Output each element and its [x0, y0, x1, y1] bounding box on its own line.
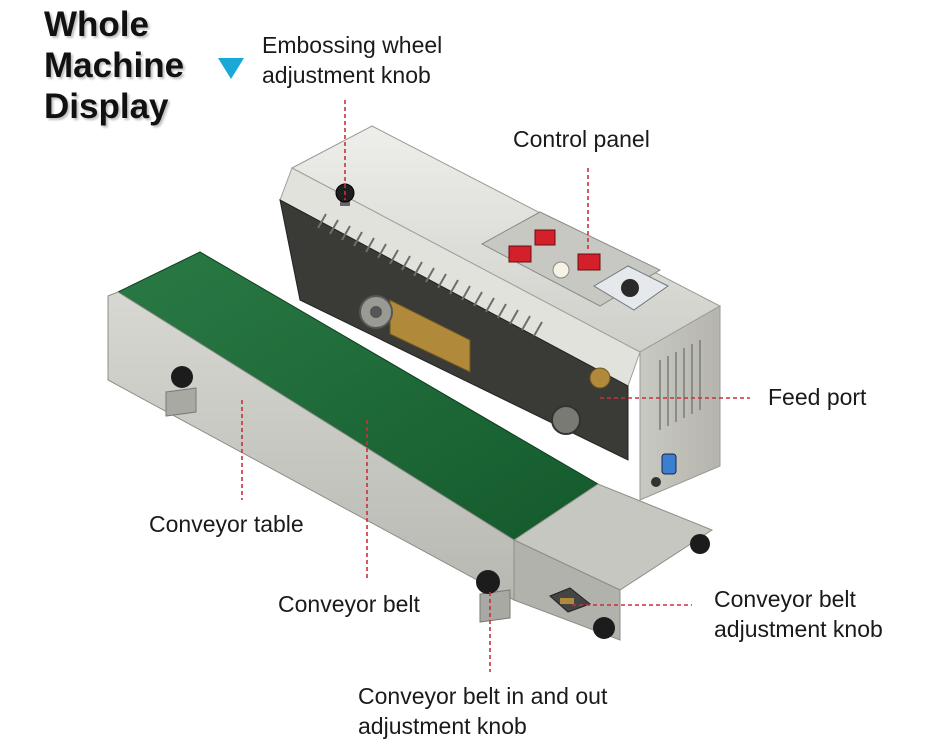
left-knob [171, 366, 193, 388]
conveyor-table-label: Conveyor table [149, 511, 304, 537]
control-panel-unit [480, 211, 669, 311]
embossing-label-line-2: adjustment knob [262, 62, 431, 88]
embossing-knob-label: Embossing wheel adjustment knob [262, 30, 442, 90]
triangle-down-icon [218, 58, 244, 79]
conveyor [107, 251, 714, 641]
power-switch [508, 245, 532, 263]
leader-lines [241, 100, 750, 672]
sealer-housing [279, 125, 722, 501]
embossing-label-line-1: Embossing wheel [262, 32, 443, 58]
control-panel-label: Control panel [513, 126, 650, 152]
belt-adjust-label-line-2: adjustment knob [714, 616, 883, 642]
end-knob [690, 534, 710, 554]
belt-adjust-label-line-1: Conveyor belt [714, 586, 856, 612]
title-line-3: Display [44, 87, 169, 126]
switch-2 [534, 229, 556, 246]
conveyor-belt-label: Conveyor belt [278, 591, 420, 617]
in-out-label-line-1: Conveyor belt in and out [358, 683, 608, 709]
rear-knob [593, 617, 615, 639]
feed-port-label: Feed port [768, 384, 867, 410]
belt-adjust-knob [560, 598, 574, 604]
in-out-label-line-2: adjustment knob [358, 713, 527, 739]
in-out-knob-label: Conveyor belt in and out adjustment knob [358, 681, 607, 741]
indicator-light [552, 261, 570, 279]
belt-adjust-label: Conveyor belt adjustment knob [714, 584, 883, 644]
title-line-2: Machine [44, 46, 185, 85]
switch-3 [577, 253, 601, 271]
in-out-knob [476, 570, 500, 594]
title-line-1: Whole [44, 5, 149, 44]
diagram-title: Whole Machine Display [44, 4, 184, 127]
